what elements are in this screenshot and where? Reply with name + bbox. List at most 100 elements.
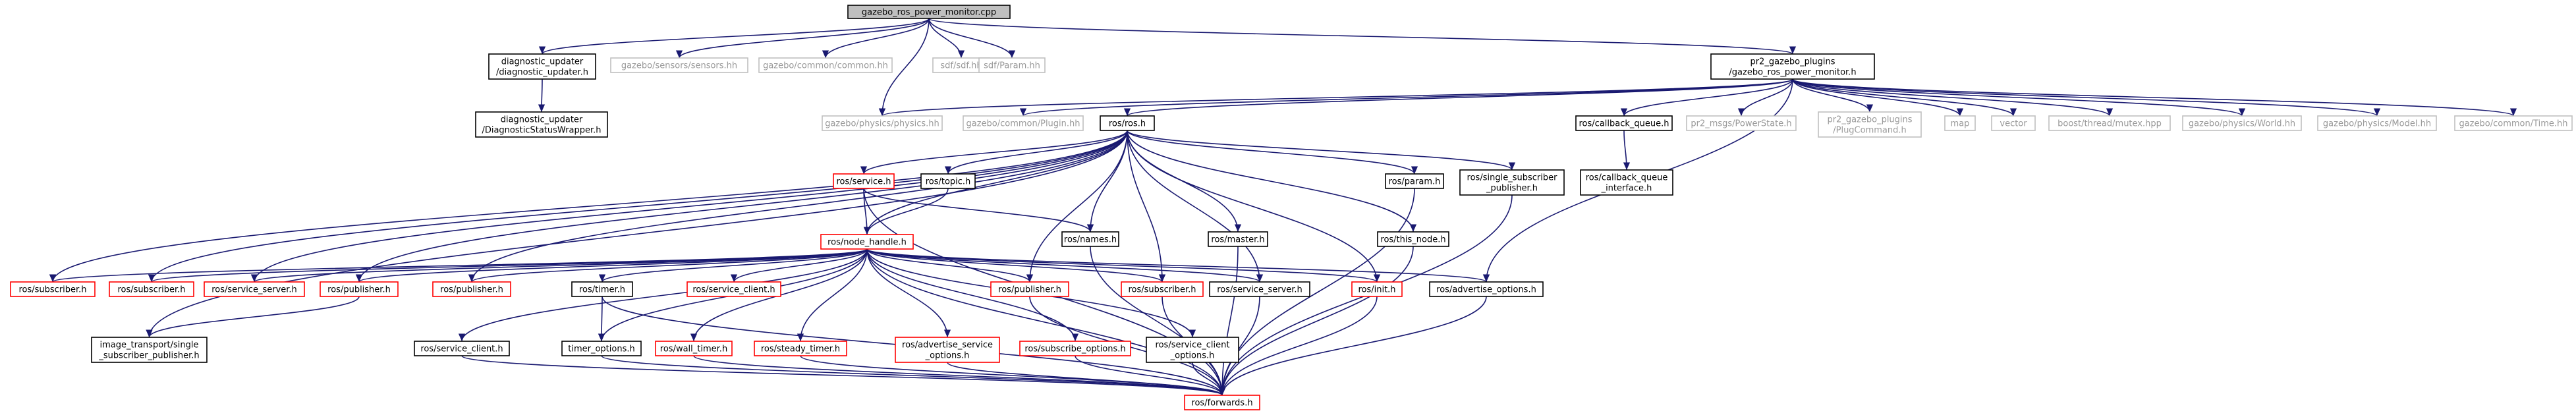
- node-plugcmd-label-1: /PlugCommand.h: [1833, 126, 1907, 136]
- node-plugcmd-box: [1818, 111, 1922, 138]
- edge-ros_h-to-pub_l2: [468, 130, 1128, 283]
- node-pr2_power-label-1: /gazebo_ros_power_monitor.h: [1729, 68, 1856, 78]
- node-sub_r-label-0: ros/subscriber.h: [1128, 285, 1196, 295]
- node-ros_h[interactable]: ros/ros.h: [1100, 115, 1155, 131]
- node-root-box: [847, 5, 1011, 19]
- node-pub_l2[interactable]: ros/publisher.h: [432, 281, 511, 297]
- node-sensors-box: [610, 57, 748, 73]
- node-time[interactable]: gazebo/common/Time.hh: [2454, 115, 2573, 131]
- node-steady_timer[interactable]: ros/steady_timer.h: [754, 341, 847, 356]
- edge-ros_h-to-srvserver_b: [1127, 130, 1264, 283]
- node-diag_updater-box: [488, 53, 596, 80]
- edge-node_handle-to-pub_l1: [356, 248, 868, 283]
- node-forwards-box: [1184, 395, 1260, 410]
- node-sub_l1-label-0: ros/subscriber.h: [18, 285, 86, 295]
- node-cbq[interactable]: ros/callback_queue.h: [1575, 115, 1673, 131]
- node-common[interactable]: gazebo/common/common.hh: [758, 57, 893, 73]
- node-param[interactable]: sdf/Param.hh: [978, 57, 1046, 73]
- node-model[interactable]: gazebo/physics/Model.hh: [2317, 115, 2437, 131]
- node-adv_srv_opts[interactable]: ros/advertise_service_options.h: [895, 337, 1000, 363]
- edge-pr2_power-to-model: [1792, 78, 2380, 117]
- node-ros_h-box: [1100, 115, 1155, 131]
- node-master[interactable]: ros/master.h: [1208, 231, 1268, 247]
- node-physics[interactable]: gazebo/physics/physics.hh: [822, 115, 943, 131]
- node-param_h-label-0: ros/param.h: [1389, 177, 1441, 187]
- node-param-box: [978, 57, 1046, 73]
- node-srvserver_l[interactable]: ros/service_server.h: [204, 281, 305, 297]
- node-steady_timer-box: [754, 341, 847, 356]
- node-adv_srv_opts-box: [895, 337, 1000, 363]
- node-srvclient_r[interactable]: ros/service_client.h: [686, 281, 781, 297]
- node-names-label-0: ros/names.h: [1064, 235, 1117, 245]
- edge-ros_h-to-single_sub: [1127, 130, 1515, 171]
- node-single_sub[interactable]: ros/single_subscriber_publisher.h: [1459, 169, 1565, 196]
- node-adv_opts[interactable]: ros/advertise_options.h: [1429, 281, 1544, 297]
- edge-root-to-physics: [878, 18, 930, 117]
- node-diag_updater[interactable]: diagnostic_updater/diagnostic_updater.h: [488, 53, 596, 80]
- node-plugin[interactable]: gazebo/common/Plugin.hh: [963, 115, 1084, 131]
- node-srv_client_opts[interactable]: ros/service_client_options.h: [1146, 337, 1239, 363]
- node-powerstate[interactable]: pr2_msgs/PowerState.h: [1686, 115, 1797, 131]
- node-plugcmd[interactable]: pr2_gazebo_plugins/PlugCommand.h: [1818, 111, 1922, 138]
- node-world[interactable]: gazebo/physics/World.hh: [2182, 115, 2302, 131]
- edge-master-to-forwards: [1218, 246, 1239, 396]
- edge-ros_h-to-service_top: [860, 130, 1128, 175]
- node-node_handle-label-0: ros/node_handle.h: [827, 238, 907, 248]
- edge-root-to-sensors: [676, 18, 930, 59]
- node-srvclient_b-label-0: ros/service_client.h: [420, 345, 503, 354]
- node-forwards[interactable]: ros/forwards.h: [1184, 395, 1260, 410]
- node-powerstate-label-0: pr2_msgs/PowerState.h: [1691, 119, 1791, 129]
- node-pub_l1[interactable]: ros/publisher.h: [320, 281, 399, 297]
- edge-wall_timer-to-forwards: [693, 355, 1225, 396]
- edge-adv_srv_opts-to-forwards: [947, 362, 1225, 396]
- node-map[interactable]: map: [1944, 115, 1976, 131]
- node-param_h[interactable]: ros/param.h: [1385, 173, 1444, 189]
- edge-adv_opts-to-forwards: [1218, 296, 1487, 396]
- edge-node_handle-to-srvclient_b: [458, 248, 868, 342]
- node-node_handle[interactable]: ros/node_handle.h: [820, 234, 914, 250]
- node-names[interactable]: ros/names.h: [1061, 231, 1119, 247]
- node-master-label-0: ros/master.h: [1211, 235, 1264, 245]
- node-pub_r[interactable]: ros/publisher.h: [990, 281, 1069, 297]
- node-diag_wrapper-box: [475, 111, 608, 138]
- node-srvclient_b[interactable]: ros/service_client.h: [414, 341, 510, 356]
- nodes-layer: gazebo_ros_power_monitor.cpp diagnostic_u…: [10, 5, 2573, 410]
- edge-ros_h-to-topic: [944, 130, 1128, 175]
- node-init[interactable]: ros/init.h: [1351, 281, 1403, 297]
- node-diag_wrapper[interactable]: diagnostic_updater/DiagnosticStatusWrapp…: [475, 111, 608, 138]
- node-sub_opts[interactable]: ros/subscribe_options.h: [1019, 341, 1131, 356]
- node-single_sub-label-0: ros/single_subscriber: [1467, 173, 1558, 183]
- edge-ros_h-to-param_h: [1127, 130, 1418, 175]
- node-service_top[interactable]: ros/service.h: [833, 173, 895, 189]
- node-cbqi[interactable]: ros/callback_queue_interface.h: [1580, 169, 1673, 196]
- node-timer_opts-label-0: timer_options.h: [568, 345, 634, 354]
- node-img_transport[interactable]: image_transport/single_subscriber_publis…: [91, 337, 208, 363]
- node-sensors[interactable]: gazebo/sensors/sensors.hh: [610, 57, 748, 73]
- node-single_sub-label-1: _publisher.h: [1486, 184, 1538, 194]
- node-sub_r[interactable]: ros/subscriber.h: [1121, 281, 1204, 297]
- node-vector[interactable]: vector: [1991, 115, 2036, 131]
- node-pr2_power[interactable]: pr2_gazebo_plugins/gazebo_ros_power_moni…: [1710, 53, 1875, 80]
- node-sub_r-box: [1121, 281, 1204, 297]
- node-single_sub-box: [1459, 169, 1565, 196]
- node-timer_opts[interactable]: timer_options.h: [561, 341, 642, 356]
- node-srvserver_l-box: [204, 281, 305, 297]
- node-common-box: [758, 57, 893, 73]
- node-root[interactable]: gazebo_ros_power_monitor.cpp: [847, 5, 1011, 19]
- edge-ros_h-to-sub_r: [1127, 130, 1166, 283]
- node-mutex[interactable]: boost/thread/mutex.hpp: [2048, 115, 2171, 131]
- edge-timer_opts-to-forwards: [601, 355, 1225, 396]
- node-wall_timer[interactable]: ros/wall_timer.h: [655, 341, 733, 356]
- node-this_node[interactable]: ros/this_node.h: [1377, 231, 1449, 247]
- edge-root-to-param: [928, 18, 1016, 59]
- node-sub_l1[interactable]: ros/subscriber.h: [10, 281, 96, 297]
- node-sdf[interactable]: sdf/sdf.hh: [932, 57, 990, 73]
- node-srv_client_opts-label-0: ros/service_client: [1156, 341, 1230, 350]
- node-timer[interactable]: ros/timer.h: [571, 281, 633, 297]
- node-srvserver_b[interactable]: ros/service_server.h: [1209, 281, 1310, 297]
- node-img_transport-label-1: _subscriber_publisher.h: [98, 351, 199, 361]
- node-sub_l2[interactable]: ros/subscriber.h: [109, 281, 194, 297]
- node-topic[interactable]: ros/topic.h: [920, 173, 976, 189]
- edge-node_handle-to-srvclient_r: [730, 248, 868, 283]
